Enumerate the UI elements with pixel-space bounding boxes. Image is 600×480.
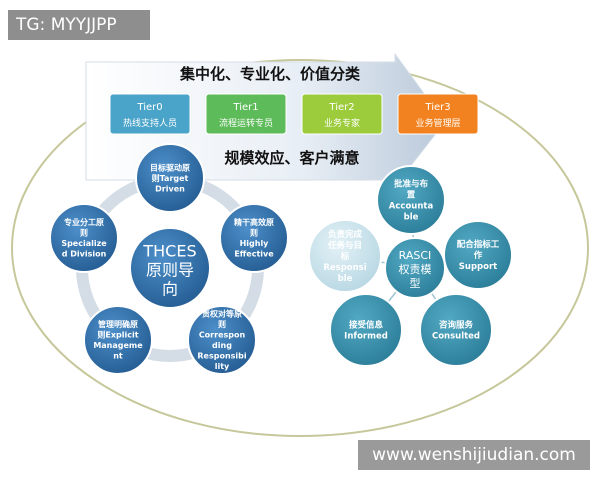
- rasci-node-label: ble: [338, 274, 353, 284]
- rasci-node-circle: [419, 293, 493, 367]
- rasci-node-circle: [443, 220, 513, 290]
- tier-name: Tier0: [136, 102, 162, 113]
- rasci-center-circle: [384, 237, 446, 299]
- thces-node-label: 则Target: [152, 173, 189, 183]
- rasci-node-label: 批准与布: [394, 178, 429, 189]
- tier-desc: 流程运转专员: [219, 117, 273, 129]
- rasci-node-label: 标: [340, 251, 350, 262]
- thces-node-circle: [219, 203, 289, 273]
- thces-node-label: Correspon: [199, 331, 246, 340]
- banner-top-text: 集中化、专业化、价值分类: [179, 65, 361, 83]
- tier-box: Tier3 业务管理层: [397, 93, 479, 135]
- rasci-model: RASCI权责模型批准与布置Accountable配合指标工作Support咨询…: [308, 165, 513, 367]
- thces-cycle: THCES原则导向目标驱动原则TargetDriven精干高效原则HighlyE…: [49, 143, 289, 375]
- thces-center-label: 原则导: [146, 261, 194, 280]
- tier-desc: 业务管理层: [415, 117, 460, 129]
- tier-box: Tier2 业务专家: [301, 93, 383, 135]
- tier-name: Tier2: [328, 102, 354, 113]
- tier-box: Tier0 热线支持人员: [109, 93, 191, 135]
- thces-node-label: Highly: [240, 239, 270, 248]
- rasci-node-label: 置: [407, 189, 416, 200]
- rasci-node-label: 作: [474, 250, 483, 261]
- thces-node-label: Specialize: [61, 239, 107, 248]
- thces-node-circle: [83, 305, 153, 375]
- thces-node-label: Effective: [234, 250, 274, 259]
- tier-desc: 热线支持人员: [123, 117, 177, 129]
- rasci-node-label: Informed: [344, 331, 388, 341]
- thces-center-label: 向: [162, 280, 178, 299]
- rasci-node-label: 咨询服务: [439, 319, 474, 330]
- rasci-node-circle: [329, 293, 403, 367]
- tier-row: Tier0 热线支持人员 Tier1 流程运转专员 Tier2 业务专家 Tier3 业务管理…: [109, 93, 479, 135]
- thces-node-circle: [135, 143, 205, 213]
- thces-center-circle: [129, 227, 211, 309]
- rasci-node-circle: [308, 219, 382, 293]
- rasci-center-label: RASCI: [399, 249, 432, 262]
- thces-node-label: 专业分工原: [64, 217, 104, 227]
- watermark-bottom: www.wenshijiudian.com: [358, 440, 590, 470]
- thces-node-label: 则Explicit: [97, 330, 138, 340]
- tier-box-bg: [397, 93, 479, 135]
- thces-node-label: d Division: [62, 250, 107, 259]
- banner-bottom-text: 规模效应、客户满意: [224, 149, 359, 167]
- thces-node-label: nt: [113, 352, 123, 361]
- tier-box: Tier1 流程运转专员: [205, 93, 287, 135]
- tier-box-bg: [301, 93, 383, 135]
- rasci-node-label: Responsi: [323, 263, 366, 273]
- rasci-node-label: ble: [404, 212, 419, 222]
- thces-node-label: lity: [215, 362, 230, 371]
- thces-node-label: 精干高效原: [234, 217, 274, 227]
- rasci-center-label: 权责模: [399, 263, 432, 276]
- thces-center-label: THCES: [142, 242, 196, 261]
- thces-node-circle: [187, 305, 257, 375]
- rasci-node-label: Accounta: [389, 201, 434, 211]
- tier-box-bg: [205, 93, 287, 135]
- thces-node-label: 责权对等原: [202, 309, 242, 319]
- thces-node-label: Responsibi: [197, 352, 246, 361]
- thces-node-label: 则: [80, 228, 88, 238]
- rasci-node-label: 任务与目: [327, 240, 362, 251]
- tier-name: Tier1: [232, 102, 258, 113]
- rasci-node-label: 配合指标工: [457, 239, 500, 250]
- thces-node-label: 管理明确原: [98, 319, 138, 329]
- tier-box-bg: [109, 93, 191, 135]
- rasci-node-label: 接受信息: [349, 319, 384, 330]
- rasci-node-circle: [376, 165, 446, 235]
- thces-node-label: 则: [218, 319, 226, 329]
- thces-node-circle: [49, 203, 119, 273]
- rasci-node-label: Consulted: [432, 331, 480, 341]
- rasci-node-label: Support: [459, 262, 497, 272]
- watermark-top: TG: MYYJJPP: [8, 10, 150, 40]
- tier-name: Tier3: [424, 102, 450, 113]
- thces-node-label: Manageme: [93, 341, 143, 350]
- thces-node-label: Driven: [155, 184, 185, 193]
- thces-node-label: 目标驱动原: [150, 162, 190, 172]
- tier-desc: 业务专家: [324, 117, 360, 129]
- rasci-node-label: 负责完成: [328, 229, 363, 240]
- thces-node-label: 则: [250, 228, 258, 238]
- thces-node-label: ding: [212, 341, 232, 350]
- rasci-center-label: 型: [410, 276, 421, 290]
